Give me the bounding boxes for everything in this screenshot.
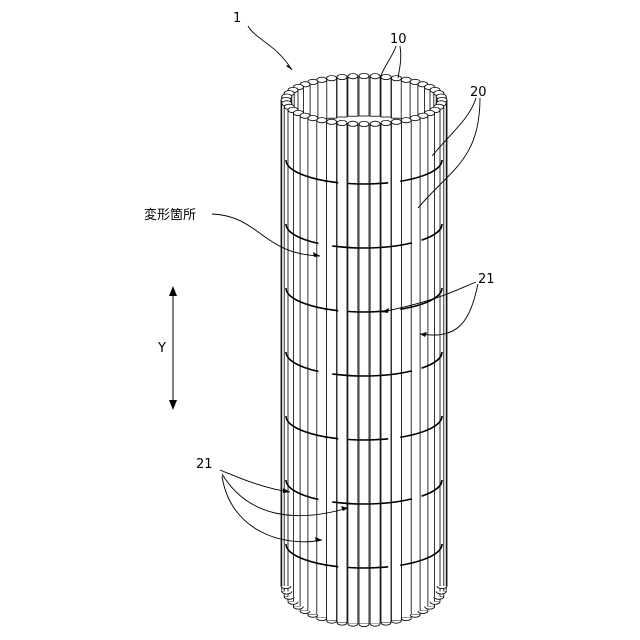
tube-end (401, 77, 411, 82)
tube-end (370, 121, 380, 126)
leader-tubes-b (398, 46, 401, 78)
tube-end (381, 74, 391, 79)
tube-end (327, 76, 337, 81)
leader-figure-ref (248, 26, 292, 70)
leader-tubes-a (380, 46, 396, 78)
tube-back (337, 77, 347, 117)
tube-bottom-end (391, 621, 401, 624)
tube-bottom-end (348, 624, 358, 627)
tube-bottom-end (308, 615, 318, 618)
tube-bottom-end (337, 623, 347, 626)
y-axis-arrow-up (169, 286, 177, 296)
tube-back (359, 76, 369, 116)
tube-end (391, 119, 401, 124)
tube-bundle (281, 76, 447, 627)
tube-bottom-end (359, 624, 369, 627)
tube-end (337, 74, 347, 79)
tube-back (327, 78, 337, 118)
tube-bottom-end (436, 591, 446, 594)
tube-bottom-end (284, 597, 294, 600)
tube (359, 124, 369, 624)
tube-back (348, 76, 358, 116)
tube-end (327, 119, 337, 124)
tube-bottom-end (327, 621, 337, 624)
tube (391, 122, 401, 621)
y-axis-arrow-down (169, 400, 177, 410)
tube-bottom-end (300, 611, 310, 614)
tube-bottom-end (434, 597, 444, 600)
tube-bottom-end (381, 623, 391, 626)
tube-back (391, 78, 401, 118)
leader-clip-left-a (220, 470, 290, 492)
tube-bottom-end (282, 591, 292, 594)
tube (317, 120, 327, 618)
tube-bottom-end (425, 607, 435, 610)
tube-end (317, 77, 327, 82)
clips-ref-label-left: 21 (196, 457, 213, 472)
tube (327, 122, 337, 621)
deformed-part-label: 変形箇所 (144, 207, 196, 223)
tube-bottom-end (418, 611, 428, 614)
tube (381, 123, 391, 622)
tube (401, 120, 411, 618)
tube-end (381, 120, 391, 125)
tube-end (401, 118, 411, 123)
tube-end (359, 121, 369, 126)
tube-end (359, 73, 369, 78)
tube-bottom-end (437, 586, 447, 589)
clips-ref-label-right: 21 (478, 272, 495, 287)
tube-bottom-end (401, 618, 411, 621)
tube-end (370, 74, 380, 79)
tube-bottom-end (410, 615, 420, 618)
tube (370, 124, 380, 624)
tube-bottom-end (317, 618, 327, 621)
tube (337, 123, 347, 622)
tube-end (348, 74, 358, 79)
tube (348, 124, 358, 624)
tube-end (348, 121, 358, 126)
tube-end (337, 120, 347, 125)
tube-bottom-end (288, 602, 298, 605)
bands-ref-label: 20 (470, 85, 487, 100)
tube-end (410, 116, 420, 121)
tube-back (381, 77, 391, 117)
axis-label: Y (157, 341, 166, 356)
tube-bottom-end (293, 607, 303, 610)
tube-bottom-end (430, 602, 440, 605)
figure-ref-label: 1 (233, 11, 241, 26)
tube-bottom-end (370, 624, 380, 627)
tube-back (370, 76, 380, 116)
tubes-ref-label: 10 (390, 32, 407, 47)
tube-end (317, 118, 327, 123)
tube-bottom-end (281, 586, 291, 589)
tube-end (391, 76, 401, 81)
tube-end (308, 116, 318, 121)
